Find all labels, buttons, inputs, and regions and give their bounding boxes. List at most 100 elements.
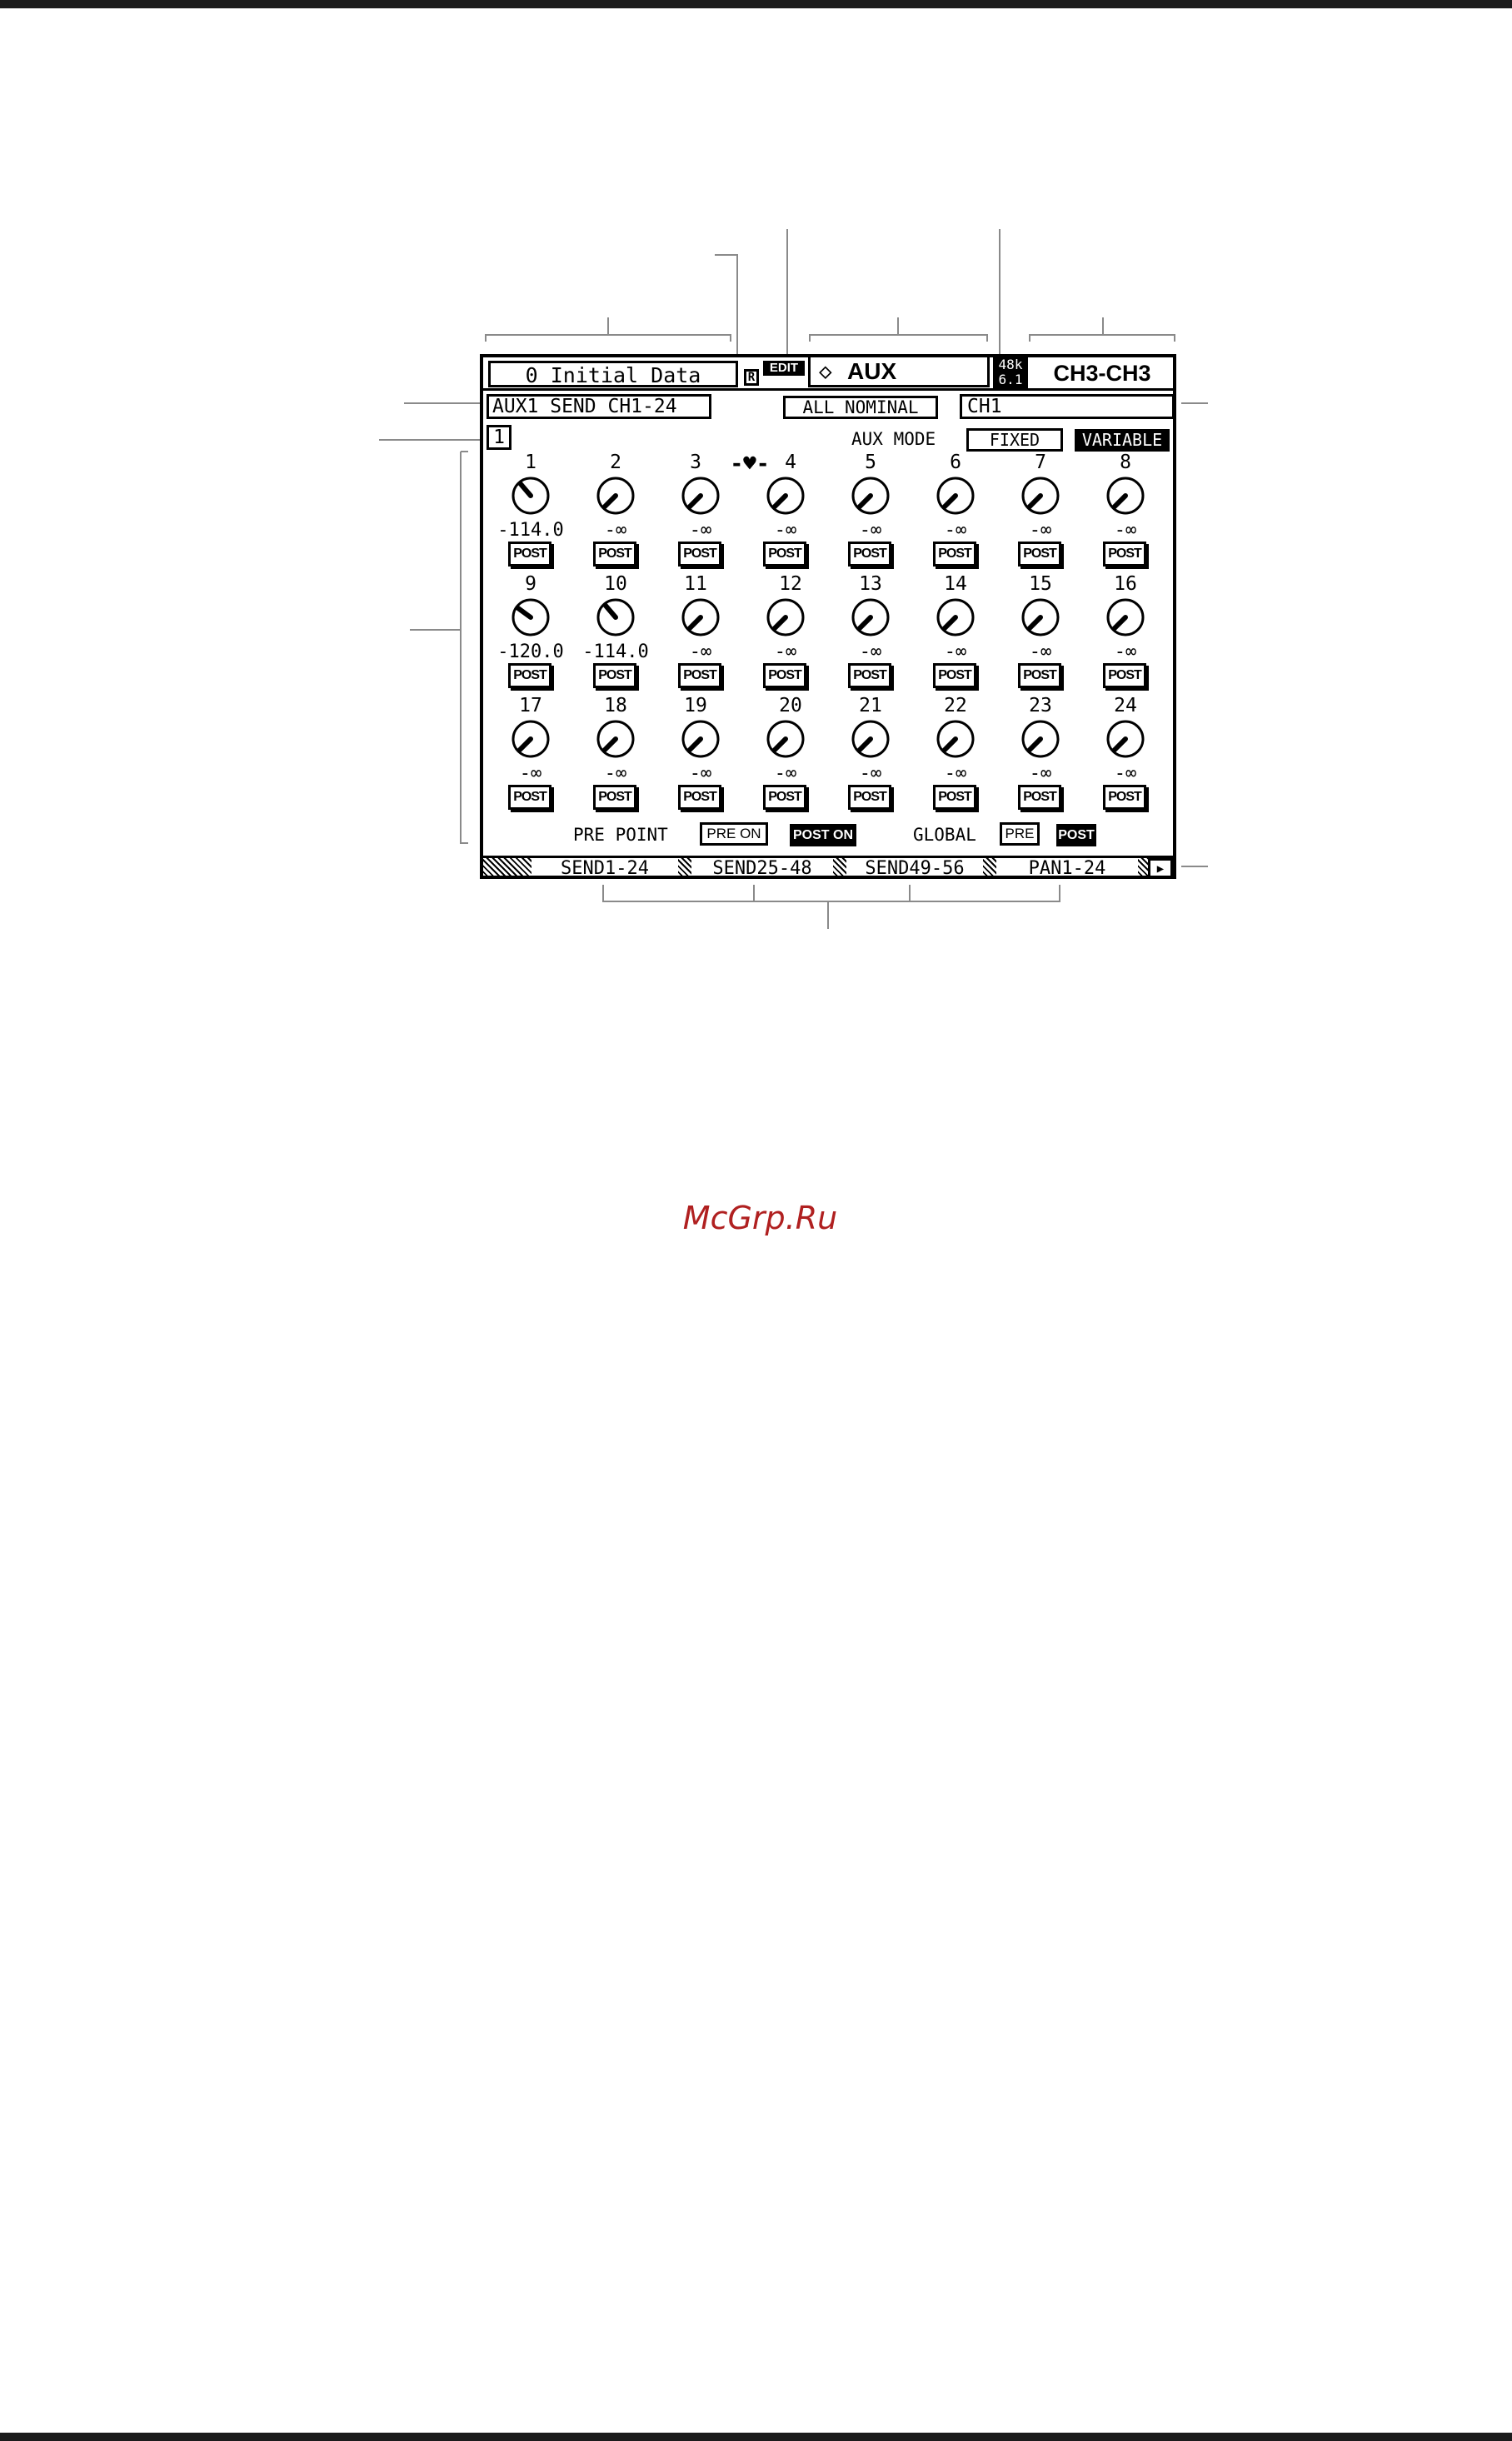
send-level-value: -∞ — [944, 763, 967, 784]
post-button[interactable]: POST — [763, 663, 806, 688]
channel-name-field[interactable]: CH1 — [960, 394, 1173, 419]
tab-pan1-24[interactable]: PAN1-24 — [1028, 858, 1106, 879]
global-post-button[interactable]: POST — [1056, 824, 1096, 846]
post-button[interactable]: POST — [678, 542, 721, 567]
all-nominal-button[interactable]: ALL NOMINAL — [783, 396, 938, 419]
channel-range[interactable]: CH3-CH3 — [1053, 361, 1151, 386]
post-button[interactable]: POST — [848, 785, 891, 810]
post-button[interactable]: POST — [508, 663, 551, 688]
channel-number: 10 — [604, 573, 627, 595]
channel-number: 23 — [1029, 695, 1052, 716]
post-button[interactable]: POST — [593, 663, 636, 688]
tab-separator — [678, 858, 691, 876]
fixed-button[interactable]: FIXED — [966, 428, 1063, 452]
post-button[interactable]: POST — [593, 542, 636, 567]
variable-button[interactable]: VARIABLE — [1075, 429, 1170, 452]
send-level-knob[interactable] — [488, 596, 573, 639]
post-button[interactable]: POST — [678, 785, 721, 810]
post-button[interactable]: POST — [1103, 785, 1146, 810]
post-button[interactable]: POST — [593, 785, 636, 810]
knob-pointer — [856, 615, 873, 631]
send-level-knob[interactable] — [998, 717, 1083, 761]
sample-rate-badge: 48k 6.1 — [993, 357, 1028, 389]
send-level-knob[interactable] — [828, 474, 913, 517]
tab-scroll-right-button[interactable]: ▶ — [1148, 858, 1173, 876]
send-level-knob[interactable] — [998, 474, 1083, 517]
knob-pointer — [1026, 736, 1043, 753]
send-level-value: -∞ — [1029, 520, 1052, 541]
tab-send49-56[interactable]: SEND49-56 — [865, 858, 965, 879]
post-button[interactable]: POST — [933, 785, 976, 810]
knob-pointer — [601, 736, 618, 753]
send-level-knob[interactable] — [1083, 596, 1168, 639]
knob-pointer — [856, 736, 873, 753]
send-level-knob[interactable] — [828, 596, 913, 639]
send-level-knob[interactable] — [573, 474, 658, 517]
header-divider — [483, 388, 1173, 391]
tab-send1-24[interactable]: SEND1-24 — [561, 858, 649, 879]
post-button[interactable]: POST — [1103, 542, 1146, 567]
send-level-knob[interactable] — [1083, 474, 1168, 517]
post-button[interactable]: POST — [1103, 663, 1146, 688]
send-level-value: -∞ — [519, 763, 542, 784]
send-level-knob[interactable] — [658, 474, 743, 517]
send-level-knob[interactable] — [658, 717, 743, 761]
knob-pointer — [771, 736, 788, 753]
post-button[interactable]: POST — [678, 663, 721, 688]
send-level-knob[interactable] — [1083, 717, 1168, 761]
page-name-box[interactable]: ◇ AUX — [808, 357, 990, 387]
send-level-knob[interactable] — [913, 596, 998, 639]
watermark: McGrp.Ru — [682, 1200, 838, 1236]
callout-line — [809, 334, 988, 342]
channel-strip: 19-∞POST — [658, 695, 743, 816]
knob-pointer — [771, 493, 788, 510]
send-level-knob[interactable] — [913, 717, 998, 761]
send-level-knob[interactable] — [658, 596, 743, 639]
channel-strip: 23-∞POST — [998, 695, 1083, 816]
send-level-value: -∞ — [1114, 641, 1137, 662]
channel-number: 3 — [690, 452, 701, 473]
knob-pointer — [1111, 615, 1128, 631]
knob-pointer — [1026, 493, 1043, 510]
pre-on-button[interactable]: PRE ON — [700, 822, 768, 846]
post-button[interactable]: POST — [933, 542, 976, 567]
channel-strip: 13-∞POST — [828, 573, 913, 694]
aux-number-box[interactable]: 1 — [487, 425, 511, 450]
scene-title[interactable]: 0 Initial Data — [488, 361, 738, 387]
send-level-knob[interactable] — [488, 717, 573, 761]
send-level-knob[interactable] — [488, 474, 573, 517]
knob-pointer — [515, 605, 533, 620]
send-level-knob[interactable] — [913, 474, 998, 517]
send-level-value: -∞ — [859, 641, 882, 662]
post-button[interactable]: POST — [848, 663, 891, 688]
post-button[interactable]: POST — [1018, 663, 1061, 688]
send-level-knob[interactable] — [573, 596, 658, 639]
send-level-knob[interactable] — [743, 596, 828, 639]
post-button[interactable]: POST — [848, 542, 891, 567]
rate-top: 48k — [998, 357, 1023, 372]
global-pre-button[interactable]: PRE — [1000, 822, 1040, 846]
post-button[interactable]: POST — [508, 785, 551, 810]
knob-pointer — [517, 481, 533, 498]
r-badge: R — [744, 369, 759, 386]
post-button[interactable]: POST — [933, 663, 976, 688]
send-level-value: -∞ — [859, 763, 882, 784]
post-button[interactable]: POST — [1018, 542, 1061, 567]
play-arrow-icon: ▶ — [1156, 862, 1165, 876]
tab-send25-48[interactable]: SEND25-48 — [712, 858, 812, 879]
channel-strip: 7-∞POST — [998, 452, 1083, 572]
send-level-knob[interactable] — [998, 596, 1083, 639]
send-level-knob[interactable] — [573, 717, 658, 761]
channel-strip: 6-∞POST — [913, 452, 998, 572]
send-level-knob[interactable] — [743, 717, 828, 761]
send-level-knob[interactable] — [743, 474, 828, 517]
knob-pointer — [941, 615, 958, 631]
post-on-button[interactable]: POST ON — [790, 824, 856, 846]
post-button[interactable]: POST — [763, 785, 806, 810]
send-level-knob[interactable] — [828, 717, 913, 761]
post-button[interactable]: POST — [763, 542, 806, 567]
post-button[interactable]: POST — [508, 542, 551, 567]
post-button[interactable]: POST — [1018, 785, 1061, 810]
